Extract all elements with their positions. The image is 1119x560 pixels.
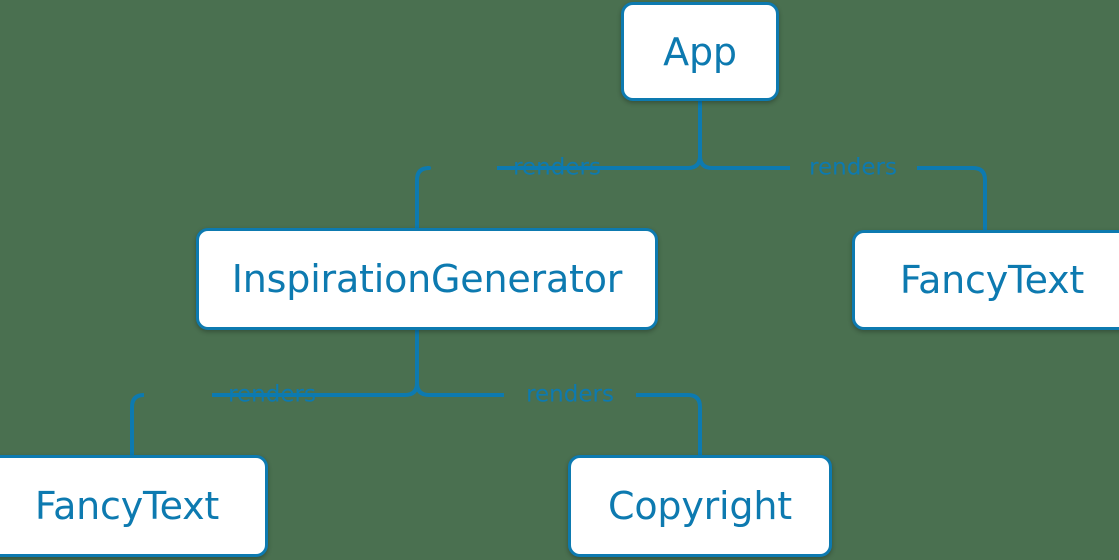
node-inspiration-generator-label: InspirationGenerator: [231, 257, 623, 301]
edge-label-inspiration-generator-to-copyright: renders: [526, 381, 614, 408]
node-fancytext-right-label: FancyText: [899, 258, 1085, 302]
edge-label-app-to-inspiration-generator: renders: [513, 154, 601, 181]
node-inspiration-generator[interactable]: InspirationGenerator: [196, 228, 658, 330]
edge-label-app-to-fancytext: renders: [809, 154, 897, 181]
node-fancytext-right[interactable]: FancyText: [852, 230, 1119, 330]
edge-inspgen-fancytext: [130, 393, 145, 455]
edge-app-inspgen: [415, 166, 431, 228]
node-app[interactable]: App: [621, 2, 779, 101]
edge-inspgen-split-right: [415, 382, 504, 397]
edge-label-inspiration-generator-to-fancytext: renders: [228, 381, 316, 408]
node-fancytext-bottom[interactable]: FancyText: [0, 455, 268, 557]
node-copyright-label: Copyright: [608, 484, 792, 528]
node-copyright[interactable]: Copyright: [568, 455, 832, 557]
edge-app-fancytext: [917, 166, 987, 230]
edge-app-split-right: [698, 155, 790, 170]
node-app-label: App: [663, 29, 737, 74]
node-fancytext-bottom-label: FancyText: [34, 484, 220, 528]
edge-inspgen-copyright: [636, 393, 702, 455]
